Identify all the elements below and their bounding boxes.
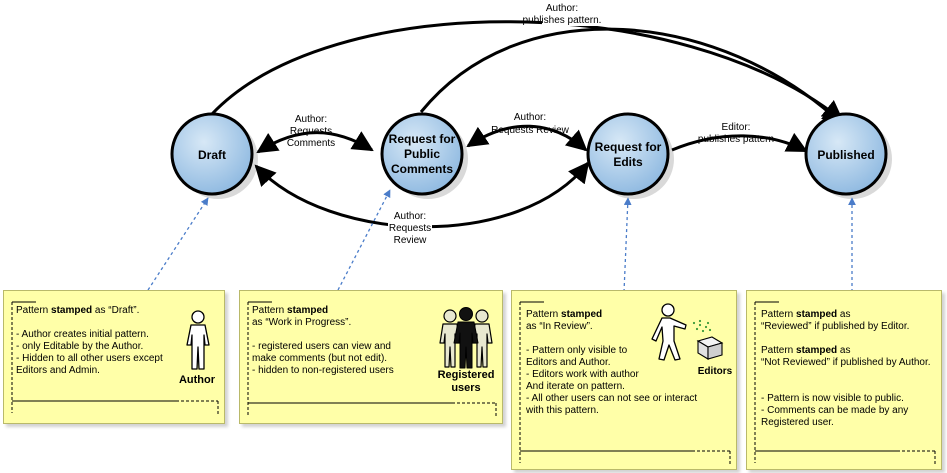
note-comments-stamp-prefix: Pattern <box>252 305 288 316</box>
edge-label-author-publishes-2: publishes pattern. <box>523 15 602 26</box>
note-edits-actor-label: Editors <box>697 366 733 377</box>
state-published-label: Published <box>817 148 874 162</box>
note-published: Pattern stamped as “Reviewed” if publish… <box>746 290 942 470</box>
note-comments-actor-line: Registered <box>437 369 495 381</box>
note-connector-draft <box>147 197 209 291</box>
note-edits-stamp-line2: as “In Review”. <box>526 321 593 332</box>
editor-actor-icon <box>651 303 724 361</box>
note-draft-stamp-suffix: as “Draft”. <box>92 305 140 316</box>
edge-draft-comments <box>256 131 374 154</box>
note-edits-stamp-word: stamped <box>561 309 603 320</box>
note-published-stamp1-suffix: as <box>837 309 851 320</box>
note-comments-line: - hidden to non-registered users <box>252 365 394 376</box>
note-published-line: - Comments can be made by any <box>761 405 909 416</box>
note-draft-stamp-prefix: Pattern <box>16 305 52 316</box>
state-comments-label-2: Public <box>404 147 440 161</box>
edge-label-author-publishes-1: Author: <box>546 3 578 14</box>
note-edits-line: - Pattern only visible to <box>526 345 628 356</box>
note-comments-actor-line: users <box>451 382 481 394</box>
state-comments-label-3: Comments <box>391 162 453 176</box>
edge-label-editor-publishes-1: Editor: <box>722 122 751 133</box>
note-published-line: - Pattern is now visible to public. <box>761 393 904 404</box>
edge-label-requests-review-bottom-3: Review <box>394 235 428 246</box>
note-published-stamp2-word: stamped <box>796 345 838 356</box>
note-published-stamp2-line2: “Not Reviewed” if published by Author. <box>761 357 931 368</box>
state-draft <box>170 112 254 196</box>
note-edits-stamp-prefix: Pattern <box>526 309 562 320</box>
note-comments-stamp-line2: as “Work in Progress”. <box>252 317 352 328</box>
note-draft-actor-label: Author <box>178 374 216 386</box>
note-published-stamp2-suffix: as <box>837 345 851 356</box>
state-draft-label: Draft <box>198 148 226 162</box>
note-comments-actor-label: Registered users <box>436 369 496 395</box>
edge-draft-to-published <box>210 20 844 122</box>
note-request-comments: Pattern stamped as “Work in Progress”. -… <box>239 290 503 424</box>
edge-label-requests-comments-3: Comments <box>287 138 335 149</box>
note-comments-line: make comments (but not edit). <box>252 353 388 364</box>
note-edits-line: - Editors work with author <box>526 369 639 380</box>
edge-label-requests-review-top-2: Requests Review <box>491 125 570 136</box>
note-comments-text: Pattern stamped as “Work in Progress”. -… <box>252 305 442 377</box>
state-published <box>804 112 888 196</box>
note-published-line: Registered user. <box>761 417 834 428</box>
note-connector-edits <box>623 197 632 293</box>
note-request-edits: Pattern stamped as “In Review”. - Patter… <box>511 290 737 470</box>
state-edits-label-2: Edits <box>613 155 643 169</box>
edge-edits-to-published <box>671 132 808 153</box>
state-edits-label-1: Request for <box>595 140 662 154</box>
note-published-stamp2-prefix: Pattern <box>761 345 797 356</box>
edge-label-requests-comments-1: Author: <box>295 114 327 125</box>
edge-comments-edits <box>466 124 588 152</box>
state-request-edits <box>586 112 670 196</box>
note-published-stamp1-word: stamped <box>796 309 838 320</box>
note-edits-line: - All other users can not see or interac… <box>526 393 698 404</box>
note-comments-line: - registered users can view and <box>252 341 391 352</box>
registered-users-actor-icon <box>439 307 493 369</box>
note-draft-stamp-word: stamped <box>51 305 93 316</box>
edge-label-requests-review-bottom-1: Author: <box>394 211 426 222</box>
note-published-stamp1-prefix: Pattern <box>761 309 797 320</box>
note-draft: Pattern stamped as “Draft”. - Author cre… <box>3 290 225 424</box>
note-edits-line: And iterate on pattern. <box>526 381 625 392</box>
author-actor-icon <box>186 310 210 370</box>
state-comments-label-1: Request for <box>389 132 456 146</box>
note-comments-stamp-word: stamped <box>287 305 329 316</box>
edge-label-requests-comments-2: Requests <box>290 126 332 137</box>
note-draft-line: - only Editable by the Author. <box>16 341 144 352</box>
state-request-comments <box>380 112 464 196</box>
note-edits-line: Editors and Author. <box>526 357 611 368</box>
note-connector-comments <box>337 189 391 291</box>
edge-label-requests-review-top-1: Author: <box>514 112 546 123</box>
note-published-stamp1-line2: “Reviewed” if published by Editor. <box>761 321 910 332</box>
note-edits-line: with this pattern. <box>526 405 599 416</box>
note-draft-line: Editors and Admin. <box>16 365 100 376</box>
edge-comments-to-published <box>419 27 844 126</box>
note-draft-line: - Author creates initial pattern. <box>16 329 149 340</box>
note-edits-text: Pattern stamped as “In Review”. - Patter… <box>526 309 726 417</box>
note-draft-text: Pattern stamped as “Draft”. - Author cre… <box>16 305 186 377</box>
edge-label-editor-publishes-2: publishes pattern <box>698 134 774 145</box>
note-draft-line: - Hidden to all other users except <box>16 353 163 364</box>
note-published-text: Pattern stamped as “Reviewed” if publish… <box>761 309 937 429</box>
edge-label-requests-review-bottom-2: Requests <box>389 223 431 234</box>
